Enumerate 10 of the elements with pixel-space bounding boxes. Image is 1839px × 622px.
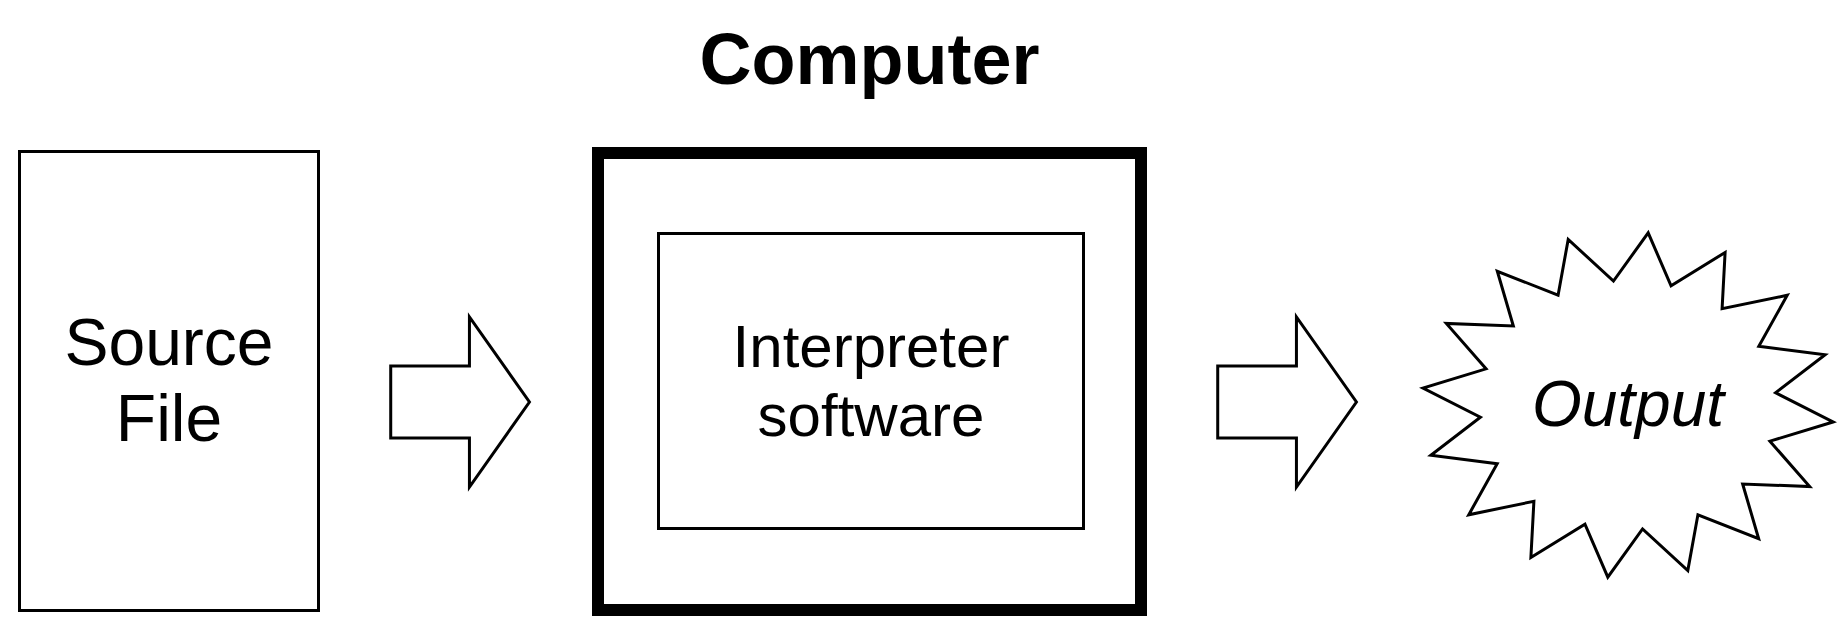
source-file-box	[18, 150, 320, 612]
node-label: Output	[1530, 368, 1727, 442]
heading: Computer	[698, 18, 1041, 101]
node-label: Interpreter software	[731, 312, 1011, 450]
interpreter-box	[657, 232, 1085, 530]
block-arrow	[389, 312, 532, 492]
output-starburst	[1419, 229, 1837, 581]
block-arrow	[1216, 312, 1359, 492]
computer-box	[592, 147, 1147, 616]
node-label: Source File	[63, 305, 275, 457]
